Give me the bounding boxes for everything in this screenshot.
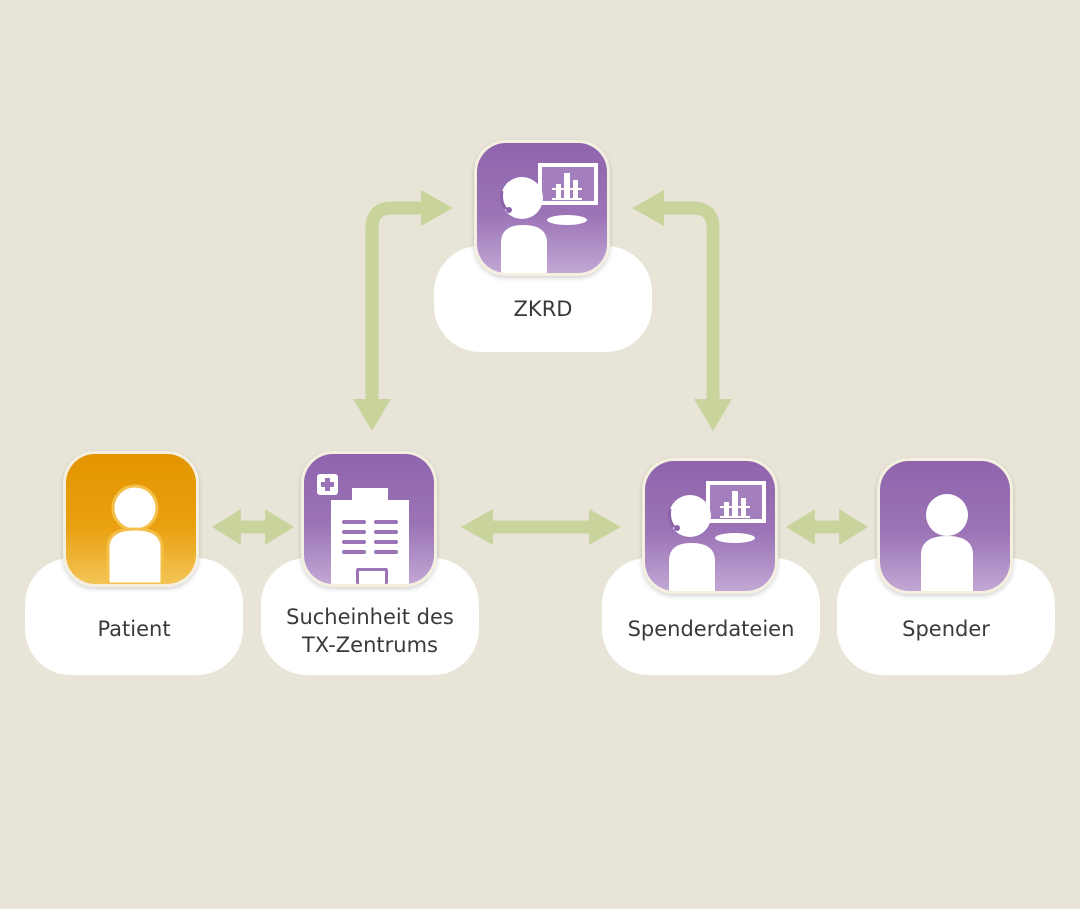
patient-tile: [63, 451, 199, 587]
arrow-donor-registries-donor: [786, 509, 868, 545]
person-icon: [66, 454, 196, 584]
person-icon: [880, 461, 1010, 591]
donor-label: Spender: [902, 617, 990, 641]
hospital-building-icon: [304, 454, 434, 584]
arrowhead-up-left: [421, 190, 453, 226]
donor-registries-tile: [642, 458, 778, 594]
arrowhead-down-right: [694, 399, 732, 431]
donor-tile: [877, 458, 1013, 594]
arrow-patient-search-unit: [212, 509, 294, 545]
zkrd-label: ZKRD: [513, 297, 573, 321]
arrow-search-unit-zkrd: [365, 201, 425, 405]
arrow-zkrd-donor-registries: [661, 201, 720, 405]
operator-with-chart-icon: [645, 461, 775, 591]
arrowhead-down-left: [353, 399, 391, 431]
search-unit-tile: [301, 451, 437, 587]
zkrd-tile: [474, 140, 610, 276]
arrow-search-unit-donor-registries: [461, 509, 621, 545]
donor-registries-label: Spenderdateien: [627, 617, 795, 641]
search-unit-label-line2: TX-Zentrums: [302, 633, 438, 657]
arrowhead-up-right: [632, 190, 664, 226]
operator-with-chart-icon: [477, 143, 607, 273]
search-unit-label-line1: Sucheinheit des: [286, 605, 454, 629]
patient-label: Patient: [97, 617, 171, 641]
